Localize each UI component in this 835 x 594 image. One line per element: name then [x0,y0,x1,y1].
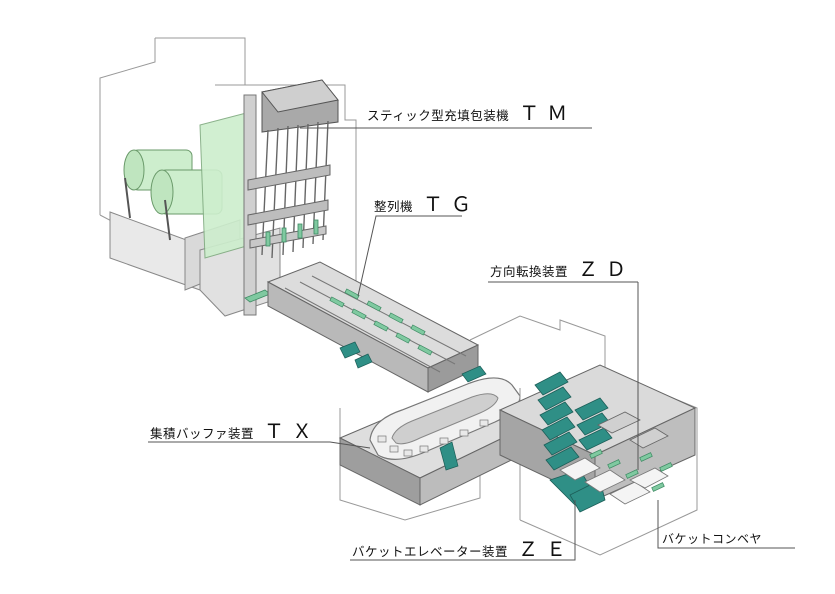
label-ze-code: ＺＥ [518,539,575,561]
label-bucket-conveyor: バケットコンベヤ [662,530,762,546]
leader-lines [148,127,795,561]
label-tm: スティック型充填包装機 ＴＭ [367,104,575,124]
tg-machine [266,261,480,393]
zd-ze-machine [469,315,698,556]
label-tm-name: スティック型充填包装機 [367,108,510,123]
label-zd-code: ＺＤ [578,259,635,281]
label-ze-name: バケットエレベーター装置 [352,544,509,559]
label-zd: 方向転換装置 ＺＤ [490,260,634,280]
label-tm-code: ＴＭ [519,103,576,125]
label-tg-name: 整列機 [374,199,414,214]
label-tg: 整列機 ＴＧ [374,195,479,215]
label-ze: バケットエレベーター装置 ＺＥ [352,540,574,560]
label-tx-code: ＴＸ [264,421,321,443]
label-tx-name: 集積バッファ装置 [150,426,255,441]
label-tx: 集積バッファ装置 ＴＸ [150,422,320,442]
label-zd-name: 方向転換装置 [490,264,569,279]
tm-machine [99,37,357,317]
label-bc-name: バケットコンベヤ [662,532,763,546]
label-tg-code: ＴＧ [423,194,480,216]
